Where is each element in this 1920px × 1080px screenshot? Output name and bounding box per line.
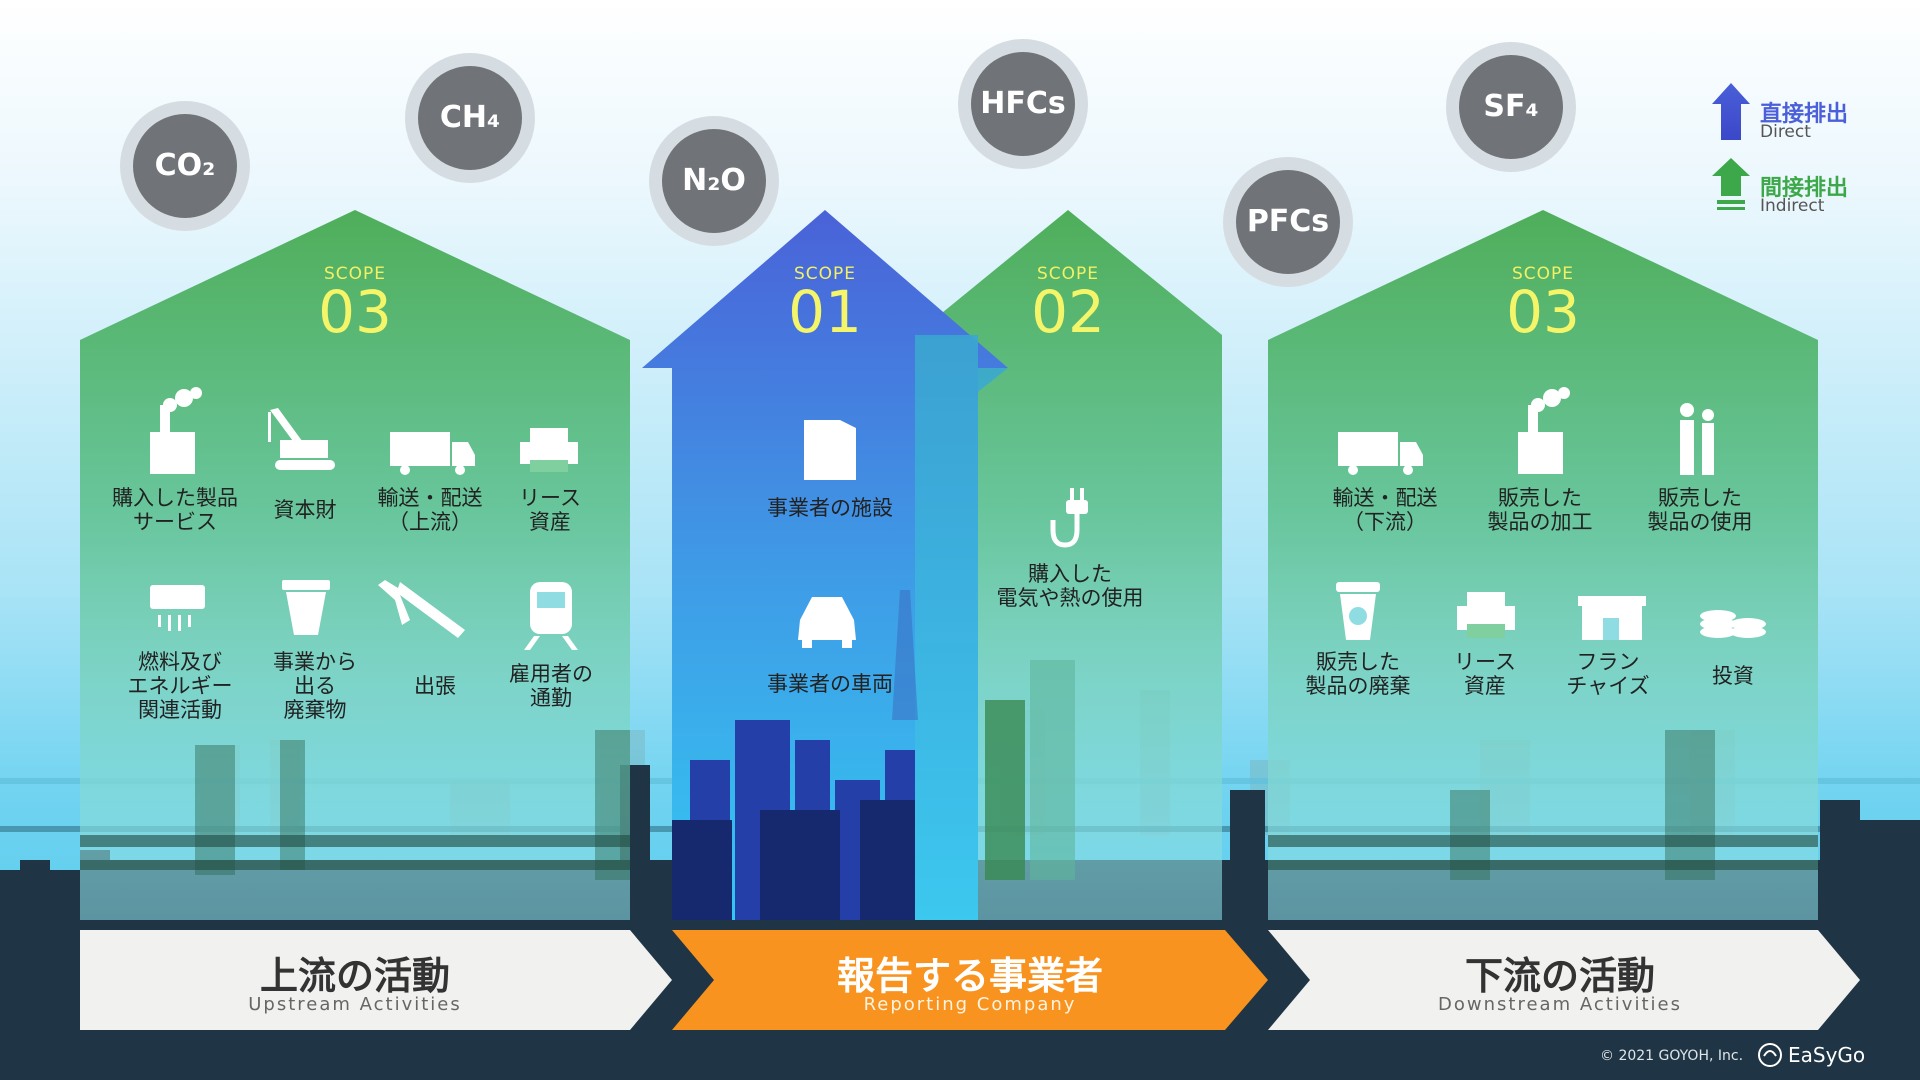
company-title: 報告する事業者 [836,954,1103,998]
airplane-icon [378,580,465,638]
upstream-item-label: 雇用者の 通勤 [509,662,593,710]
downstream-title: 下流の活動 [1464,954,1655,998]
company-subtitle: Reporting Company [863,994,1077,1015]
item-icons [150,387,1766,650]
scope2-arrow [915,210,1222,920]
upstream-scope3-house [80,210,630,920]
downstream-chevron [1268,930,1860,1030]
scope-upstream-number: 03 [318,278,392,346]
building-icon [804,420,856,480]
upstream-subtitle: Upstream Activities [248,994,462,1015]
scope2-item-label: 購入した 電気や熱の使用 [996,562,1144,610]
upstream-item-label: 事業から 出る 廃棄物 [273,650,357,722]
gas-pfcs-label: PFCs [1246,204,1330,239]
printer-icon [520,428,578,472]
easygo-logo-icon [1758,1043,1782,1067]
train-icon [524,582,578,650]
brand-name: EaSyGo [1788,1043,1866,1067]
downstream-item-label: 投資 [1712,664,1754,688]
legend-indirect-arrow-icon [1712,158,1750,210]
coins-icon [1700,610,1766,638]
scope2-number: 02 [1031,278,1105,346]
truck-icon [1338,432,1423,475]
trash-bin-icon [282,580,330,635]
downstream-item-label: フラン チャイズ [1566,650,1650,698]
scope1-item-label: 事業者の車両 [767,672,893,696]
factory-icon [150,387,202,474]
legend-direct-arrow-icon [1712,83,1750,140]
factory-icon [1518,387,1570,474]
scope1-item-label: 事業者の施設 [767,496,893,520]
downstream-item-label: 販売した 製品の廃棄 [1305,650,1411,698]
gas-n2o-label: N₂O [682,163,746,198]
scope1-word: SCOPE [793,264,857,284]
downstream-item-label: 輸送・配送 （下流） [1332,486,1438,534]
upstream-item-label: 燃料及び エネルギー 関連活動 [127,650,233,722]
upstream-item-label: リース 資産 [519,486,581,534]
downstream-subtitle: Downstream Activities [1438,994,1682,1015]
upstream-item-label: 出張 [414,674,456,698]
franchise-shop-icon [1578,596,1646,640]
legend-direct-sub: Direct [1760,122,1811,142]
upstream-item-label: 購入した製品 サービス [112,486,238,534]
crane-icon [268,408,335,470]
recycle-bin-icon [1336,582,1380,640]
upstream-title: 上流の活動 [259,954,450,998]
scope-downstream-number: 03 [1506,278,1580,346]
legend-indirect-sub: Indirect [1760,196,1825,216]
copyright-text: © 2021 GOYOH, Inc. [1600,1048,1744,1064]
plug-icon [1050,488,1088,548]
legend-indirect-label: 間接排出 [1760,176,1849,201]
car-icon [798,597,856,648]
scope2-word: SCOPE [1036,264,1100,284]
air-conditioner-icon [150,585,205,631]
gas-circles [120,39,1576,287]
scope1-arrow [642,210,1008,920]
downstream-item-label: リース 資産 [1454,650,1516,698]
downstream-item-label: 販売した 製品の加工 [1487,486,1593,534]
downstream-item-label: 販売した 製品の使用 [1647,486,1753,534]
gas-co2-label: CO₂ [154,148,216,183]
upstream-item-label: 資本財 [273,498,337,522]
downstream-scope3-house [1268,210,1818,920]
gas-ch4-label: CH₄ [439,100,501,135]
gas-sf4-label: SF₄ [1483,89,1539,124]
printer-icon [1457,592,1515,638]
upstream-chevron [80,930,672,1030]
truck-icon [390,432,475,475]
scope-upstream-word: SCOPE [323,264,387,284]
people-icon [1680,403,1714,475]
company-chevron [672,930,1268,1030]
legend-direct-label: 直接排出 [1760,102,1849,127]
scope-downstream-word: SCOPE [1511,264,1575,284]
scope1-number: 01 [788,278,862,346]
upstream-item-label: 輸送・配送 （上流） [377,486,483,534]
gas-hfcs-label: HFCs [980,86,1066,121]
